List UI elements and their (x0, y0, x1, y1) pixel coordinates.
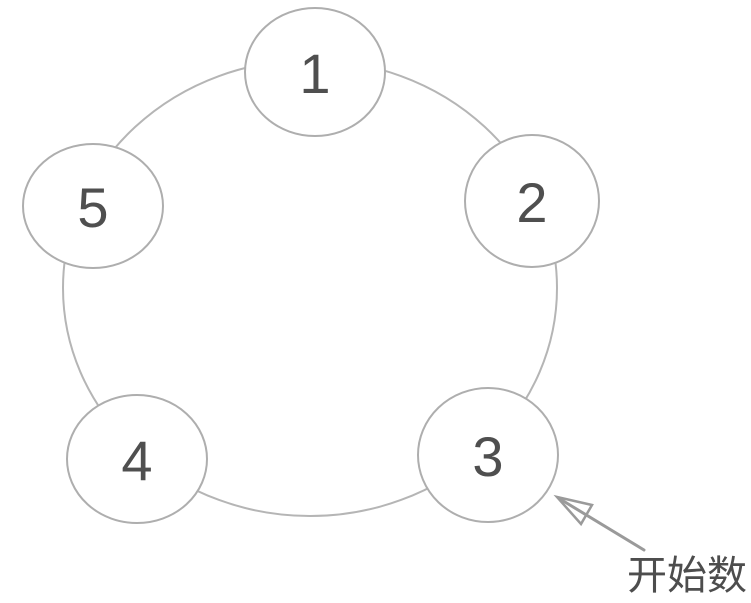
node-5-label: 5 (77, 176, 108, 239)
start-arrow (553, 494, 646, 552)
node-3-circle (417, 387, 559, 523)
node-5: 5 (22, 143, 164, 269)
annotation-label: 开始数 (627, 553, 747, 599)
node-3-label: 3 (472, 425, 503, 488)
node-4-label: 4 (121, 429, 152, 492)
node-5-circle (22, 143, 164, 269)
node-4: 4 (66, 394, 208, 524)
node-1-label: 1 (299, 42, 330, 105)
node-2: 2 (464, 134, 600, 268)
node-1-circle (244, 7, 386, 137)
node-2-circle (464, 134, 600, 268)
node-1: 1 (244, 7, 386, 137)
node-4-circle (66, 394, 208, 524)
node-2-label: 2 (516, 171, 547, 234)
arrow-shaft (558, 497, 646, 552)
node-3: 3 (417, 387, 559, 523)
